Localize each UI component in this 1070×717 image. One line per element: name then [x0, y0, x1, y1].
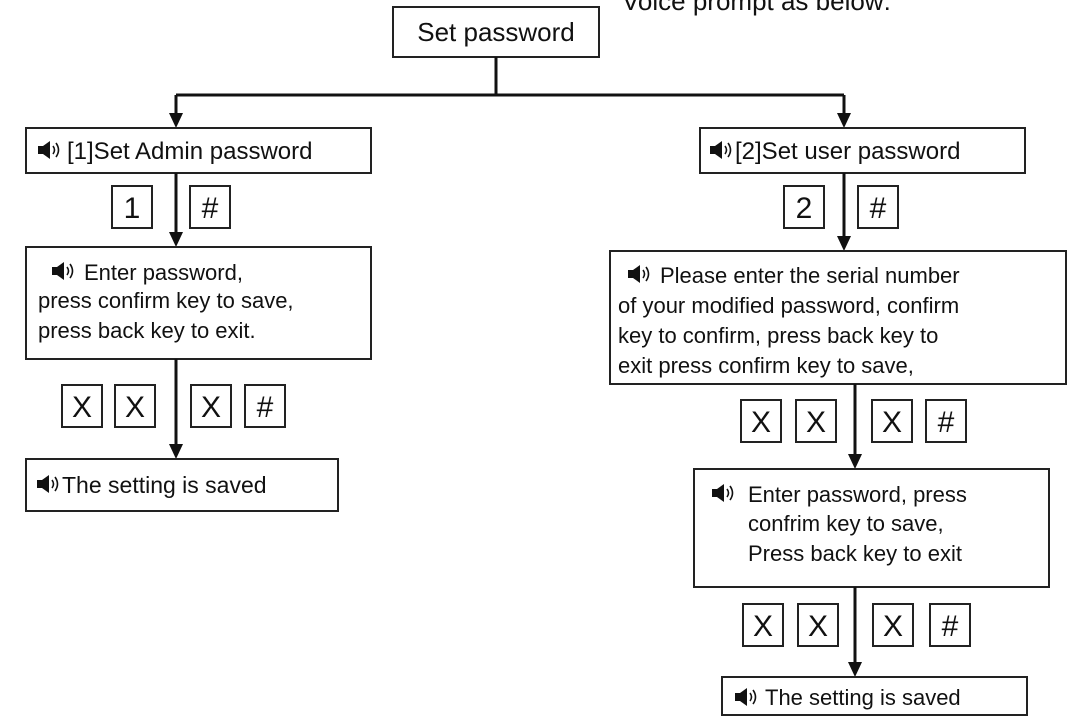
key-x-2-label: X — [125, 391, 145, 424]
key-hash-2-label: # — [257, 391, 274, 424]
key-hash-r — [857, 185, 899, 229]
key-x-r3 — [871, 399, 913, 443]
enter-password-box-right — [693, 468, 1050, 588]
setting-saved-label-left: The setting is saved — [62, 472, 267, 498]
key-x-r6-label: X — [883, 610, 903, 643]
enter-password-line-2: press confirm key to save, — [38, 288, 294, 313]
key-x-r3-label: X — [882, 406, 902, 439]
key-x-r1 — [740, 399, 782, 443]
left-branch-arrow — [169, 113, 183, 128]
key-x-r5-label: X — [808, 610, 828, 643]
setting-saved-label-right: The setting is saved — [765, 685, 961, 710]
key-hash-r2 — [925, 399, 967, 443]
set-password-label: Set password — [417, 17, 575, 47]
serial-number-line-2: of your modified password, confirm — [618, 293, 959, 318]
right-arrow-3-head — [848, 662, 862, 677]
enter-password-line-1: Enter password, — [84, 260, 243, 285]
key-1-label: 1 — [124, 192, 141, 225]
enter-password-box — [25, 246, 372, 360]
key-hash-2 — [244, 384, 286, 428]
left-arrow-2-head — [169, 444, 183, 459]
left-arrow-1-head — [169, 232, 183, 247]
key-x-r4 — [742, 603, 784, 647]
right-branch-arrow — [837, 113, 851, 128]
key-2 — [783, 185, 825, 229]
key-hash-r2-label: # — [938, 406, 955, 439]
setting-saved-box-right — [721, 676, 1028, 716]
header-note: Voice prompt as below: — [622, 0, 891, 16]
serial-number-box — [609, 250, 1067, 385]
enter-password-right-line-3: Press back key to exit — [748, 541, 962, 566]
key-x-2 — [114, 384, 156, 428]
key-x-r4-label: X — [753, 610, 773, 643]
set-password-box — [392, 6, 600, 58]
key-hash-r3-label: # — [942, 610, 959, 643]
enter-password-right-line-2: confrim key to save, — [748, 511, 944, 536]
key-x-r6 — [872, 603, 914, 647]
key-x-r1-label: X — [751, 406, 771, 439]
key-x-1 — [61, 384, 103, 428]
admin-password-label: [1]Set Admin password — [67, 138, 312, 165]
right-arrow-2-head — [848, 454, 862, 469]
key-hash-r3 — [929, 603, 971, 647]
key-x-r2 — [795, 399, 837, 443]
key-x-r5 — [797, 603, 839, 647]
setting-saved-box-left — [25, 458, 339, 512]
key-hash-r-label: # — [870, 192, 887, 225]
key-x-r2-label: X — [806, 406, 826, 439]
serial-number-line-4: exit press confirm key to save, — [618, 353, 914, 378]
serial-number-line-1: Please enter the serial number — [660, 263, 960, 288]
key-x-3 — [190, 384, 232, 428]
key-hash-label: # — [202, 192, 219, 225]
key-hash — [189, 185, 231, 229]
key-2-label: 2 — [796, 192, 813, 225]
key-1 — [111, 185, 153, 229]
enter-password-right-line-1: Enter password, press — [748, 482, 967, 507]
key-x-3-label: X — [201, 391, 221, 424]
key-x-1-label: X — [72, 391, 92, 424]
admin-password-box — [25, 127, 372, 174]
right-arrow-1-head — [837, 236, 851, 251]
serial-number-line-3: key to confirm, press back key to — [618, 323, 938, 348]
user-password-label: [2]Set user password — [735, 138, 960, 165]
enter-password-line-3: press back key to exit. — [38, 318, 256, 343]
user-password-box — [699, 127, 1026, 174]
